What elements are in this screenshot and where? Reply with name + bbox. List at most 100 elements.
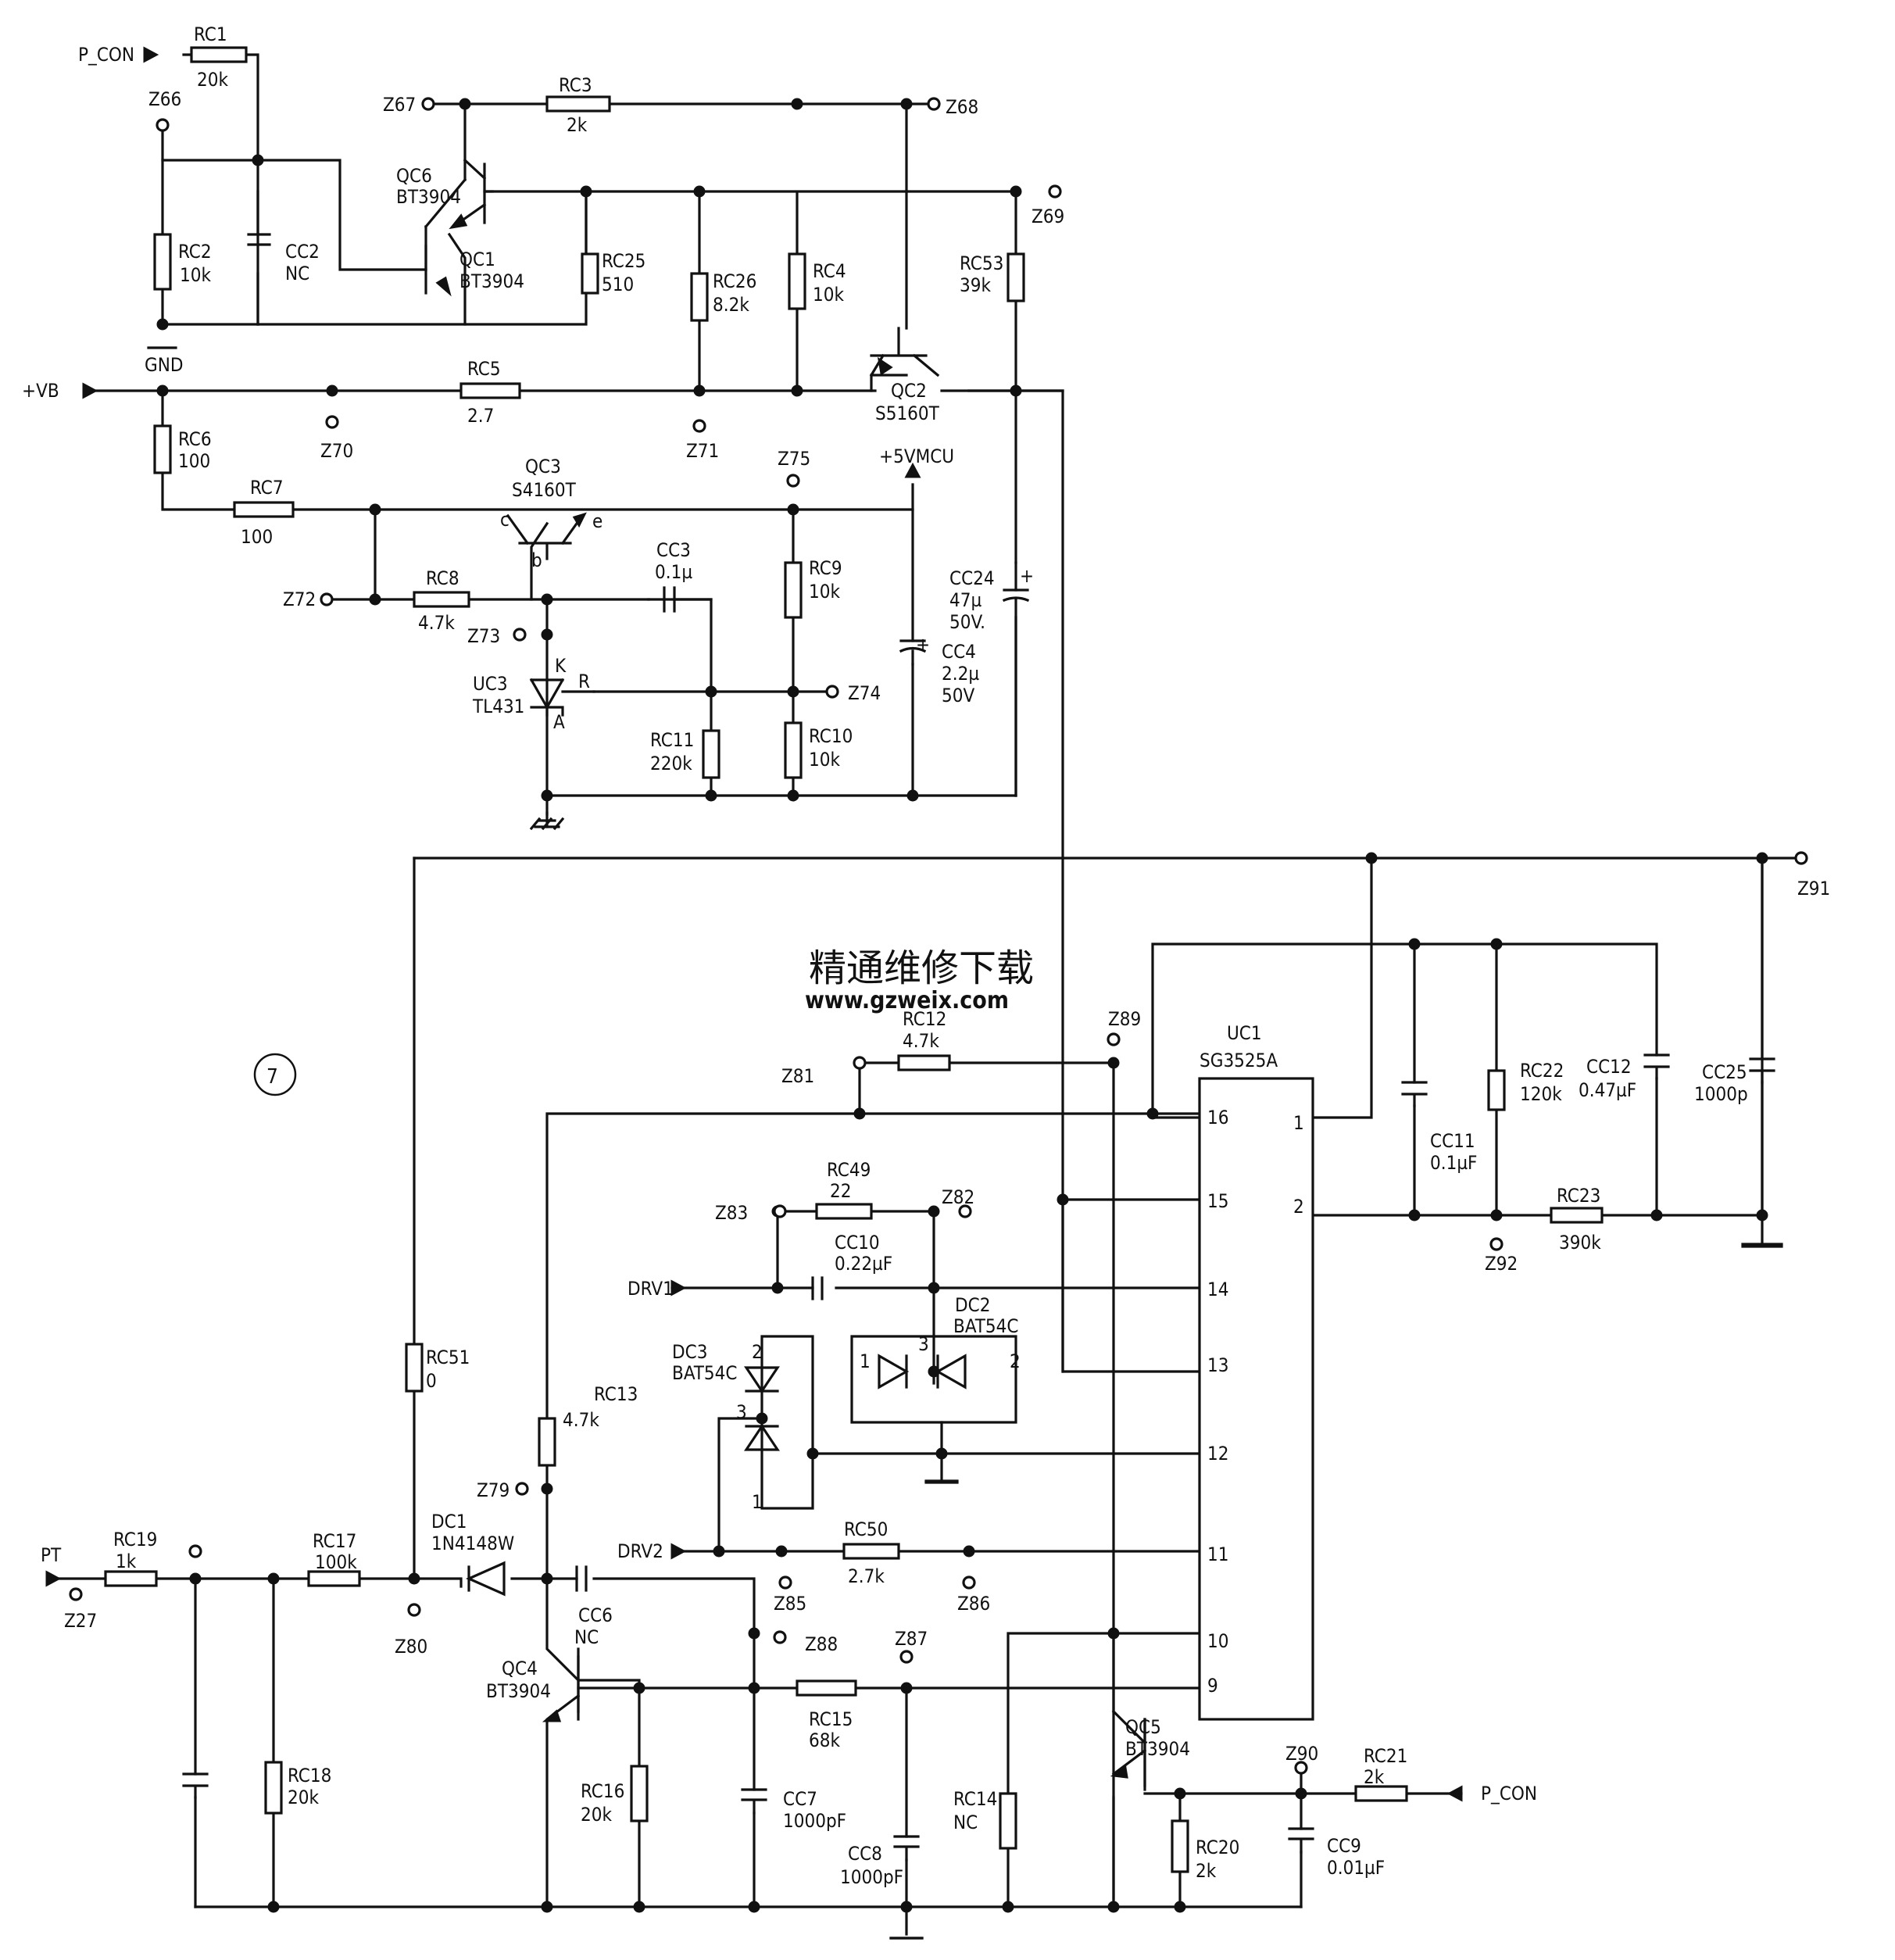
rc10-ref: RC10: [809, 725, 853, 747]
rc13-ref: RC13: [594, 1383, 638, 1405]
rc10-val: 10k: [809, 749, 840, 771]
tp-z82: Z82: [942, 1186, 974, 1208]
test-point-rings: [69, 97, 1808, 1775]
cc3-val: 0.1µ: [655, 561, 692, 583]
tp-z83: Z83: [715, 1202, 748, 1224]
rc23-val: 390k: [1559, 1232, 1601, 1254]
tp-z91: Z91: [1797, 878, 1830, 900]
qc1-part: BT3904: [459, 270, 524, 292]
tp-z86: Z86: [957, 1593, 990, 1615]
qc4-ref: QC4: [502, 1658, 538, 1679]
cc2-val: NC: [285, 263, 309, 284]
port-vmcu: +5VMCU: [879, 445, 954, 467]
rc3-ref: RC3: [559, 74, 592, 96]
uc3-ref: UC3: [473, 673, 508, 695]
cc2-ref: CC2: [285, 241, 320, 263]
cc4-ref: CC4: [942, 641, 976, 663]
rc9-ref: RC9: [809, 557, 842, 579]
rc22-ref: RC22: [1520, 1060, 1564, 1082]
rc25-ref: RC25: [602, 250, 645, 272]
capacitor-labels: CC2 NC CC3 0.1µ CC4 2.2µ 50V CC6 NC CC7 …: [285, 241, 1748, 1888]
rc26-ref: RC26: [713, 270, 756, 292]
uc3-part: TL431: [472, 696, 524, 717]
rc17-ref: RC17: [313, 1530, 356, 1552]
dc3-part: BAT54C: [672, 1362, 737, 1384]
rc12-val: 4.7k: [903, 1030, 939, 1052]
uc1-pin-16: 16: [1207, 1107, 1228, 1128]
capacitor-plates: [182, 190, 1775, 1862]
tp-z73: Z73: [467, 625, 500, 647]
cc7-val: 1000pF: [783, 1810, 846, 1832]
port-drv2: DRV2: [617, 1540, 663, 1562]
cc25-ref: CC25: [1702, 1061, 1747, 1083]
rc14-val: NC: [953, 1812, 978, 1833]
tp-z68: Z68: [946, 96, 978, 118]
page-number: 7: [253, 1053, 297, 1096]
rc12-ref: RC12: [903, 1008, 946, 1030]
qc2-part: S5160T: [875, 402, 940, 424]
qc2-ref: QC2: [891, 380, 927, 402]
ic-labels: UC1 SG3525A 16 15 14 13 12 11 10 9 1 2: [1200, 1022, 1304, 1697]
dc2-ref: DC2: [955, 1294, 990, 1316]
semiconductor-labels: QC6 BT3904 QC1 BT3904 QC2 S5160T QC3 S41…: [396, 165, 1190, 1760]
rc6-val: 100: [178, 450, 210, 472]
cc7-ref: CC7: [783, 1788, 817, 1810]
tp-z85: Z85: [774, 1593, 806, 1615]
rc11-val: 220k: [650, 753, 692, 774]
qc4-part: BT3904: [486, 1680, 551, 1702]
rc7-ref: RC7: [250, 477, 284, 499]
uc1-pin-9: 9: [1207, 1675, 1218, 1697]
rc21-val: 2k: [1364, 1766, 1385, 1788]
cc8-ref: CC8: [848, 1843, 882, 1865]
qc6-part: BT3904: [396, 186, 461, 208]
port-p-con-top: P_CON: [78, 44, 134, 66]
rc9-val: 10k: [809, 581, 840, 603]
uc1-pin-11: 11: [1207, 1543, 1228, 1565]
dc1-ref: DC1: [431, 1511, 467, 1533]
qc3-ref: QC3: [525, 456, 561, 477]
tp-z74: Z74: [848, 682, 881, 704]
dc3-ref: DC3: [672, 1341, 707, 1363]
dc2-pin2: 2: [1010, 1350, 1021, 1372]
tp-z69: Z69: [1032, 206, 1064, 227]
rc17-val: 100k: [315, 1551, 357, 1573]
tp-z71: Z71: [686, 440, 719, 462]
uc3-pin-k: K: [555, 655, 567, 677]
qc3-pin-b: b: [531, 549, 542, 571]
port-drv1: DRV1: [627, 1278, 674, 1300]
junction-dots: [156, 98, 1768, 1913]
cc6-val: NC: [574, 1626, 599, 1648]
rc49-val: 22: [830, 1180, 851, 1202]
cc11-ref: CC11: [1430, 1130, 1475, 1152]
rc1-ref: RC1: [194, 23, 227, 45]
cc3-ref: CC3: [656, 539, 691, 561]
rc4-ref: RC4: [813, 260, 846, 282]
rc2-ref: RC2: [178, 241, 212, 263]
rc5-ref: RC5: [467, 358, 501, 380]
qc6-ref: QC6: [396, 165, 432, 187]
semiconductor-symbols: [147, 158, 1783, 1940]
port-vb: +VB: [22, 380, 59, 402]
uc1-pin-12: 12: [1207, 1443, 1228, 1465]
dc3-pin3: 3: [736, 1401, 747, 1423]
cc11-val: 0.1µF: [1430, 1152, 1477, 1174]
cc25-val: 1000p: [1694, 1083, 1748, 1105]
rc5-val: 2.7: [467, 405, 494, 427]
tp-z66: Z66: [148, 88, 181, 110]
tp-z90: Z90: [1285, 1743, 1318, 1765]
rc16-val: 20k: [581, 1804, 612, 1826]
rc53-ref: RC53: [960, 252, 1003, 274]
port-arrows: [45, 46, 1463, 1802]
qc3-pin-e: e: [592, 510, 602, 532]
rc49-ref: RC49: [827, 1159, 871, 1181]
port-labels: P_CON +VB GND +5VMCU PT DRV1 DRV2 P_CON: [22, 44, 1537, 1804]
dc2-pin3: 3: [918, 1333, 929, 1355]
resistor-bodies: [104, 46, 1604, 1873]
rc15-val: 68k: [809, 1729, 840, 1751]
tp-z67: Z67: [383, 94, 416, 116]
uc1-pin-14: 14: [1207, 1279, 1228, 1300]
uc1-part: SG3525A: [1200, 1050, 1278, 1071]
tp-z27: Z27: [64, 1610, 97, 1632]
qc3-pin-c: c: [500, 509, 510, 531]
cc24-ref: CC24: [949, 567, 995, 589]
